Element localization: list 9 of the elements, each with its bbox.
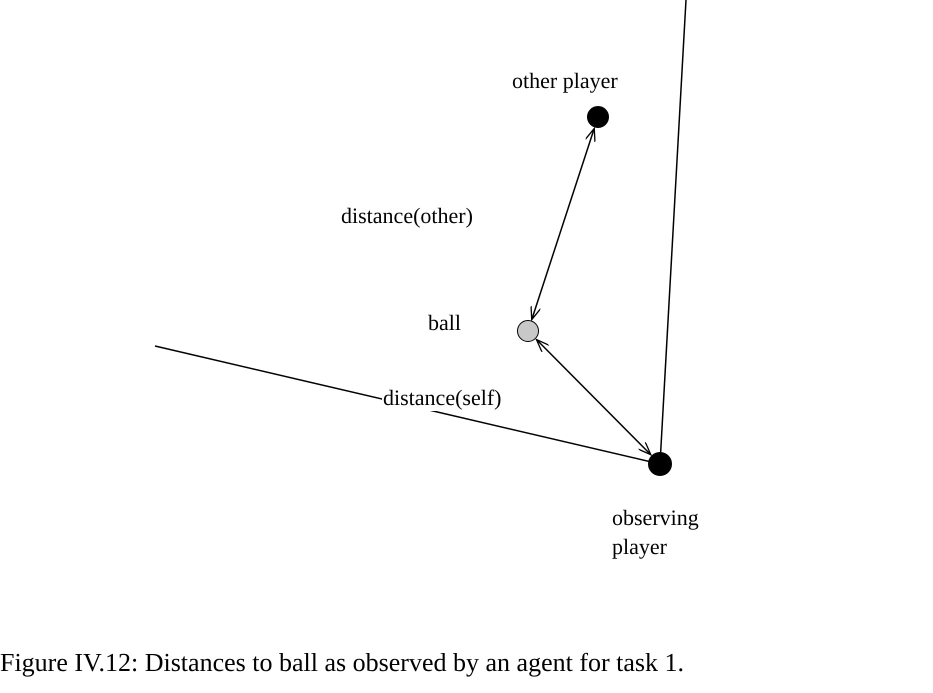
player-marker xyxy=(587,106,609,128)
node-label: observing player xyxy=(612,504,700,561)
node-label: other player xyxy=(512,67,619,95)
node-label: ball xyxy=(428,309,462,337)
player-marker xyxy=(648,452,672,476)
figure-caption: Figure IV.12: Distances to ball as observed by an agent for task 1. xyxy=(0,648,684,678)
double-arrow xyxy=(530,128,596,320)
double-arrow xyxy=(536,338,652,456)
ball-marker xyxy=(517,320,539,342)
